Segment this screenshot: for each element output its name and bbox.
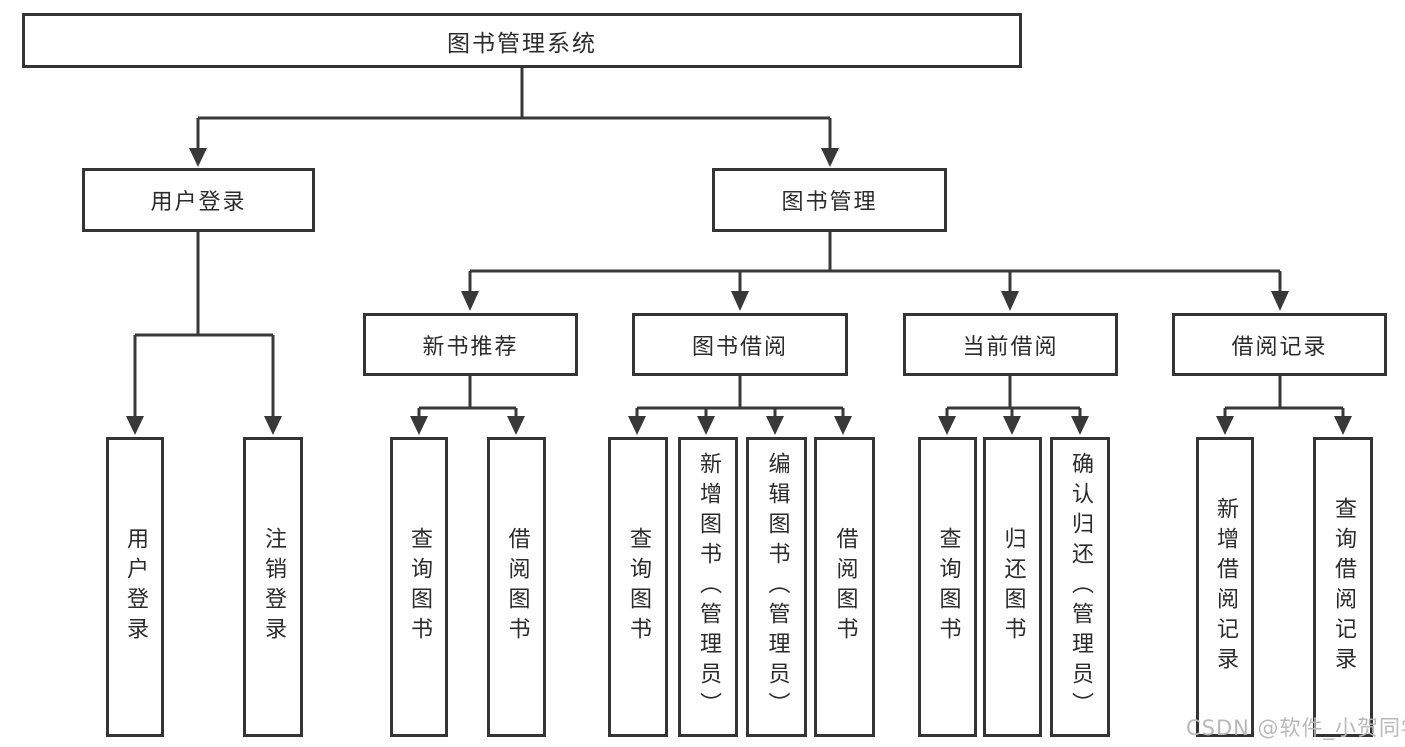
node-borrowing-records: 借阅记录 — [1172, 313, 1387, 376]
leaf-add-book-admin: 新增图书（管理员） — [678, 437, 738, 737]
node-current-borrowing: 当前借阅 — [903, 313, 1118, 376]
leaf-return-books-label: 归还图书 — [1000, 527, 1026, 647]
node-root-label: 图书管理系统 — [447, 30, 597, 57]
leaf-add-book-admin-label: 新增图书（管理员） — [696, 452, 721, 722]
leaf-user-login-label: 用户登录 — [123, 527, 148, 647]
leaf-query-borrow-record-label: 查询借阅记录 — [1331, 497, 1356, 677]
leaf-edit-book-admin: 编辑图书（管理员） — [746, 437, 807, 737]
node-book-borrowing: 图书借阅 — [632, 313, 848, 376]
leaf-query-books-borrowing: 查询图书 — [608, 437, 668, 737]
node-user-login: 用户登录 — [82, 168, 315, 232]
csdn-watermark: CSDN @软件_小贺同学 — [1186, 716, 1405, 740]
node-borrowing-records-label: 借阅记录 — [1231, 334, 1328, 360]
leaf-query-books-current-label: 查询图书 — [935, 527, 961, 647]
leaf-borrow-books-label: 借阅图书 — [832, 527, 858, 647]
leaf-logout: 注销登录 — [243, 437, 303, 737]
leaf-query-books-current: 查询图书 — [918, 437, 977, 737]
node-new-book-recommendation-label: 新书推荐 — [422, 334, 519, 360]
node-book-management-label: 图书管理 — [781, 190, 878, 215]
leaf-borrow-books-recommend-label: 借阅图书 — [504, 527, 530, 647]
leaf-confirm-return-admin: 确认归还（管理员） — [1050, 437, 1110, 737]
node-book-management: 图书管理 — [712, 168, 947, 232]
node-new-book-recommendation: 新书推荐 — [363, 313, 578, 376]
leaf-add-borrow-record-label: 新增借阅记录 — [1213, 497, 1238, 677]
leaf-borrow-books: 借阅图书 — [814, 437, 875, 737]
leaf-logout-label: 注销登录 — [261, 527, 286, 647]
leaf-query-books-borrowing-label: 查询图书 — [626, 527, 651, 647]
leaf-confirm-return-admin-label: 确认归还（管理员） — [1068, 452, 1093, 722]
node-root: 图书管理系统 — [22, 13, 1022, 68]
leaf-query-books-recommend: 查询图书 — [390, 437, 448, 737]
node-user-login-label: 用户登录 — [150, 190, 247, 215]
node-current-borrowing-label: 当前借阅 — [962, 334, 1059, 360]
node-book-borrowing-label: 图书借阅 — [691, 334, 788, 360]
leaf-query-borrow-record: 查询借阅记录 — [1313, 437, 1373, 737]
leaf-return-books: 归还图书 — [983, 437, 1042, 737]
leaf-add-borrow-record: 新增借阅记录 — [1196, 437, 1254, 737]
leaf-user-login: 用户登录 — [106, 437, 164, 737]
leaf-edit-book-admin-label: 编辑图书（管理员） — [764, 452, 790, 722]
leaf-borrow-books-recommend: 借阅图书 — [487, 437, 546, 737]
leaf-query-books-recommend-label: 查询图书 — [407, 527, 432, 647]
